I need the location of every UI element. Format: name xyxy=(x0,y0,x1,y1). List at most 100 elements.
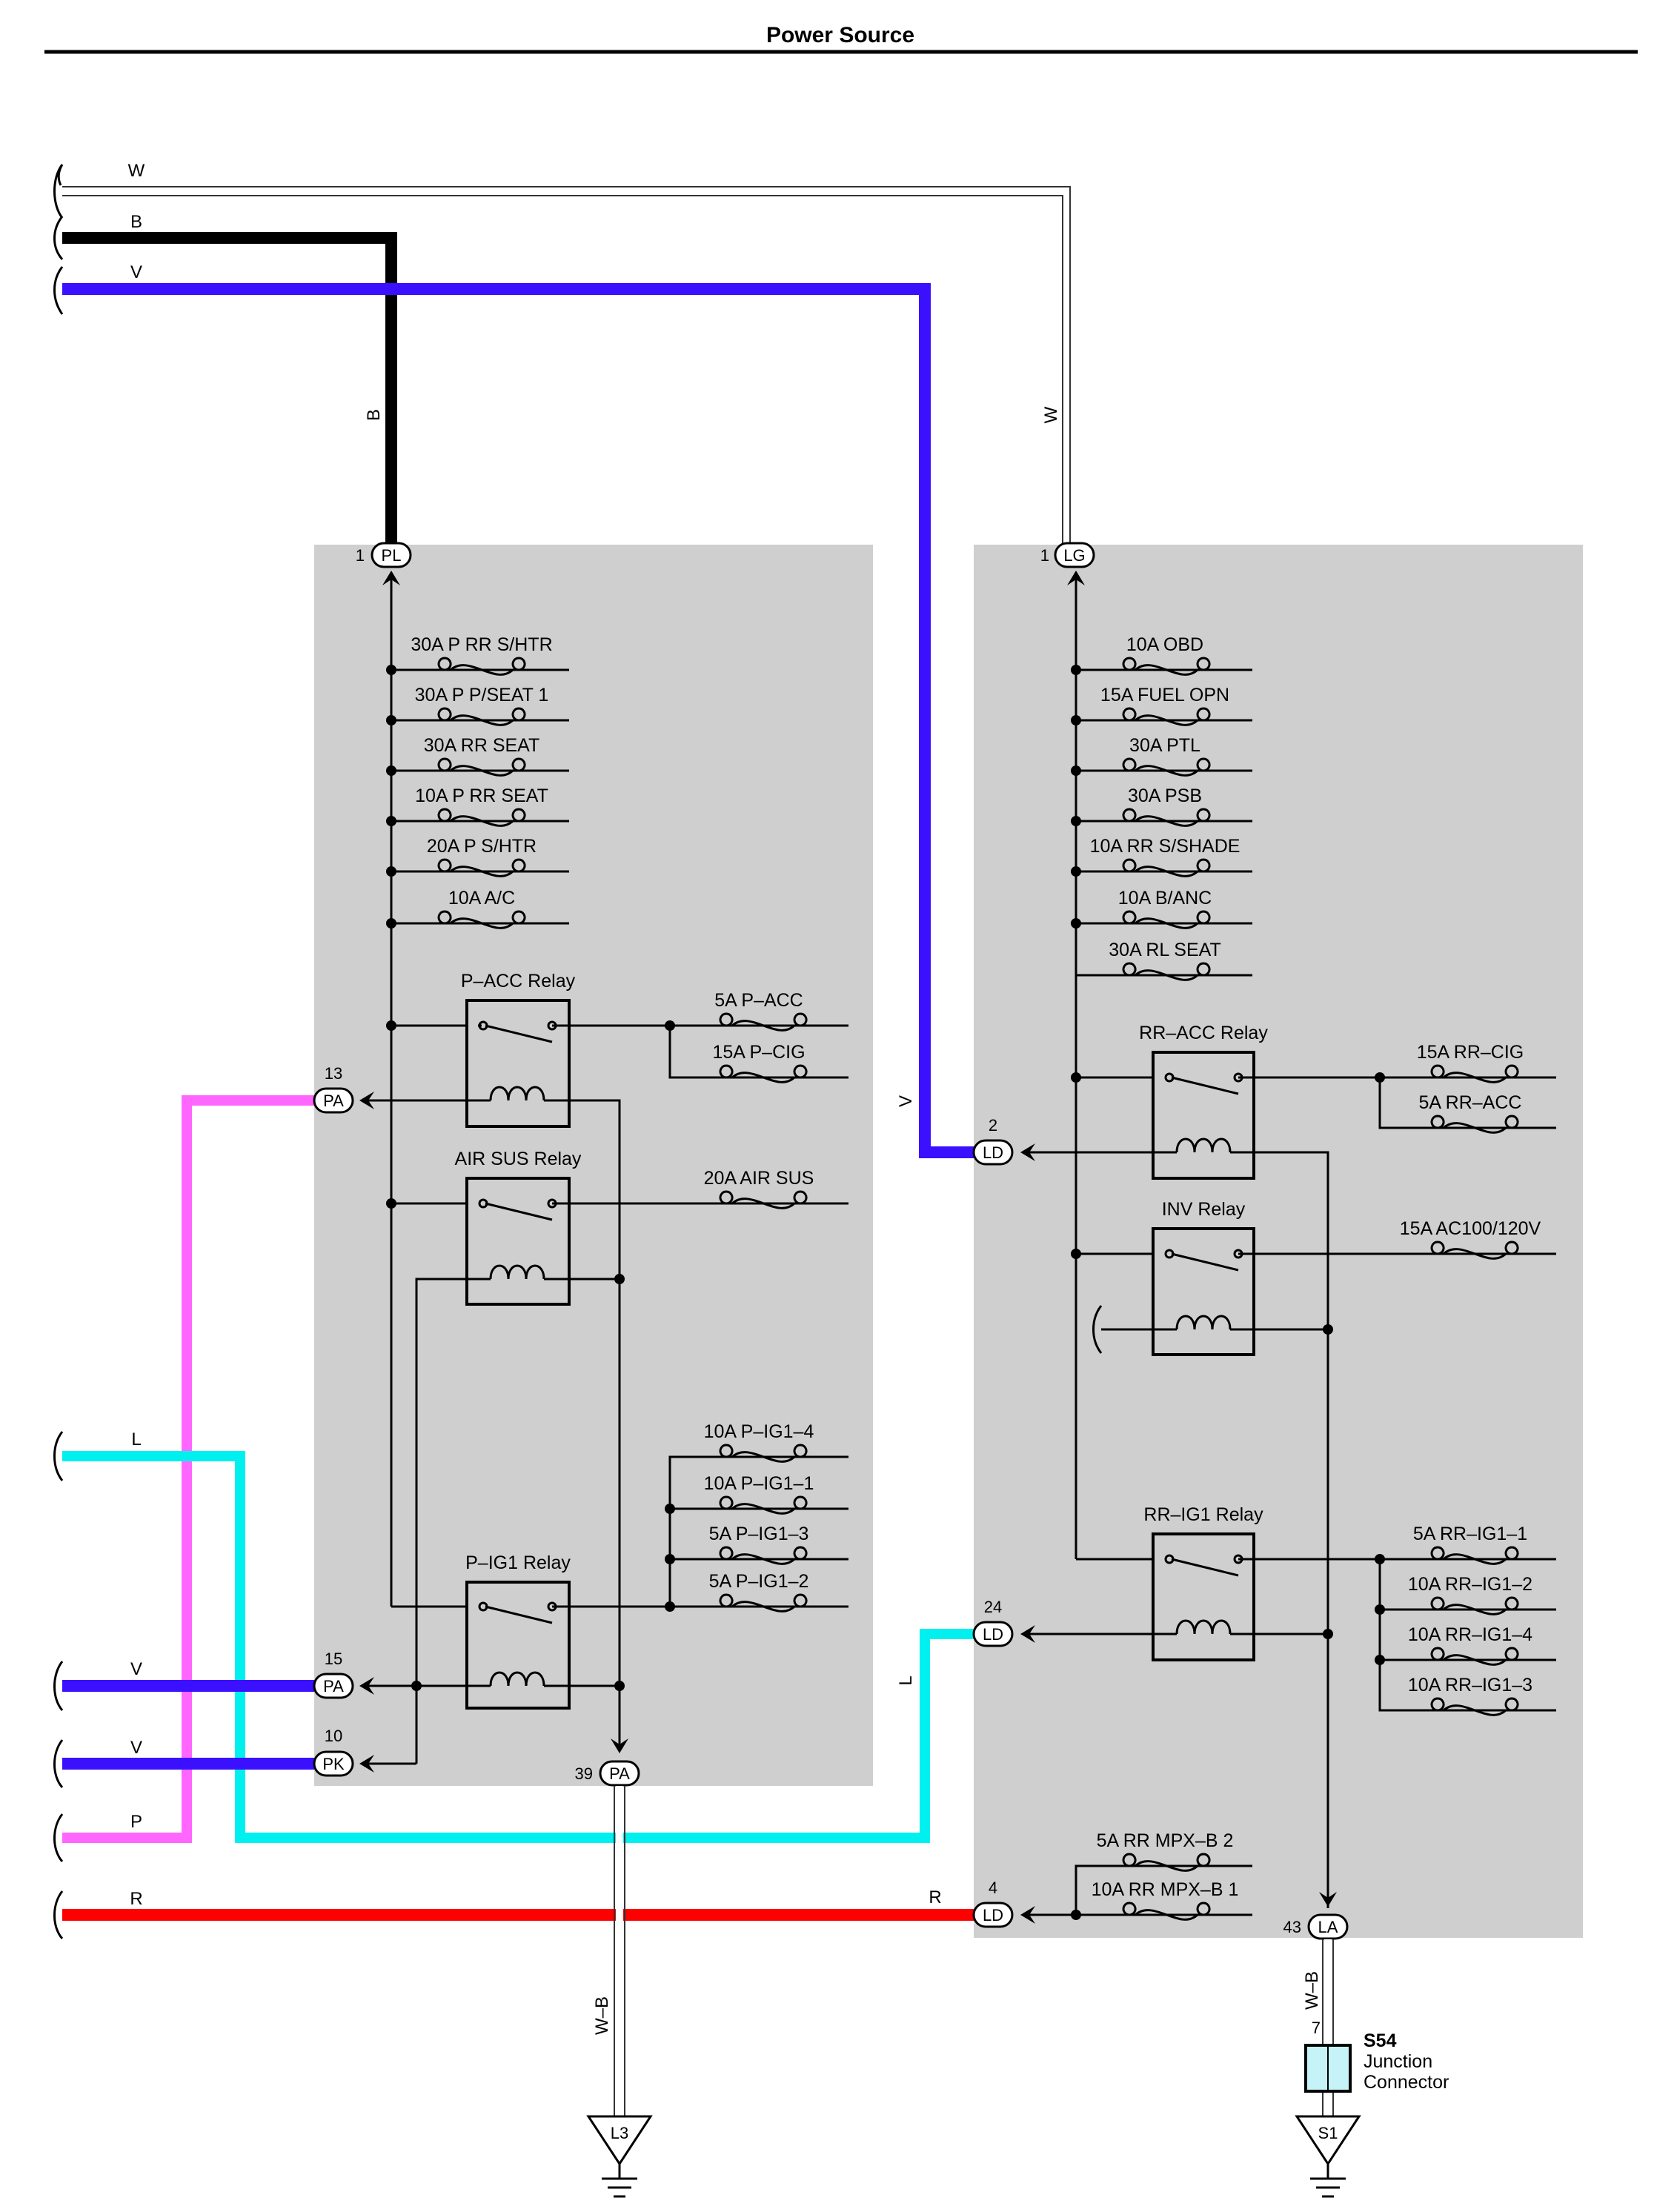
fuse-label: 30A RL SEAT xyxy=(1109,940,1220,960)
pin-number: 43 xyxy=(1283,1918,1301,1936)
inv-break-mark xyxy=(1092,1305,1103,1354)
wire-b xyxy=(62,232,397,554)
pin-number: 10 xyxy=(325,1727,342,1745)
relay-label: RR–IG1 Relay xyxy=(1143,1504,1263,1525)
right-relay-internals xyxy=(1153,1072,1254,1635)
connector-pa39: PA xyxy=(609,1764,630,1783)
fuse-label: 10A RR–IG1–4 xyxy=(1408,1624,1532,1645)
right-block-nodes xyxy=(1071,665,1385,1920)
ground-lead-right xyxy=(1322,1939,1334,2127)
wire-label-r: R xyxy=(929,1887,941,1907)
fuse-label: 5A P–IG1–3 xyxy=(709,1524,809,1544)
relay-label: P–ACC Relay xyxy=(461,971,576,992)
connector-lg: LG xyxy=(1063,546,1085,565)
left-relays xyxy=(465,999,571,1710)
relay-label: AIR SUS Relay xyxy=(455,1149,582,1169)
connector-la43: LA xyxy=(1318,1918,1338,1936)
connector-pk10: PK xyxy=(322,1755,345,1773)
left-block-nodes xyxy=(386,665,675,1691)
wire-l xyxy=(62,1451,975,1843)
fuse-label: 15A FUEL OPN xyxy=(1100,685,1229,705)
junction-line2: Connector xyxy=(1364,2072,1449,2093)
wire-label-b: B xyxy=(364,409,384,421)
left-relay-internals xyxy=(467,1020,569,1687)
fuse-label: 10A P–IG1–4 xyxy=(704,1421,814,1442)
junction-line1: Junction xyxy=(1364,2051,1432,2072)
fuse-label: 10A P RR SEAT xyxy=(415,786,548,806)
connector-pa13: PA xyxy=(323,1092,344,1110)
ground-symbol-l3 xyxy=(586,2115,653,2198)
fuse-label: 30A P RR S/HTR xyxy=(411,634,552,655)
input-label-w: W xyxy=(128,161,145,181)
connector-arrows xyxy=(359,571,1337,1924)
pin-number: 13 xyxy=(325,1064,342,1083)
connector-pl: PL xyxy=(382,546,402,565)
input-label-p: P xyxy=(130,1812,142,1832)
junction-pin: 7 xyxy=(1312,2019,1321,2037)
ground-label-s1: S1 xyxy=(1318,2124,1338,2142)
relay-label: RR–ACC Relay xyxy=(1139,1023,1268,1043)
input-label-l: L xyxy=(131,1429,141,1449)
pin-number: 15 xyxy=(325,1650,342,1668)
fuse-label: 30A RR SEAT xyxy=(424,735,540,756)
ground-symbol-s1 xyxy=(1295,2115,1361,2198)
fuse-label: 10A RR–IG1–3 xyxy=(1408,1675,1532,1695)
connector-pa15: PA xyxy=(323,1677,344,1695)
fuse-label: 10A OBD xyxy=(1126,634,1203,655)
fuse-label: 5A RR MPX–B 2 xyxy=(1097,1830,1234,1851)
wire-label-w: W xyxy=(1041,406,1061,423)
fuse-label: 5A P–IG1–2 xyxy=(709,1571,809,1592)
connector-ld2: LD xyxy=(983,1143,1003,1162)
wire-v-top xyxy=(62,283,975,1158)
wire-w xyxy=(62,186,1071,556)
page-title: Power Source xyxy=(766,23,914,47)
connector-shapes xyxy=(313,542,1349,1940)
connector-ld24: LD xyxy=(983,1625,1003,1644)
input-label-v: V xyxy=(130,262,142,282)
fuse-label: 5A P–ACC xyxy=(714,990,803,1011)
wire-label-wb-left: W–B xyxy=(592,1996,612,2035)
fuse-label: 15A P–CIG xyxy=(712,1042,805,1063)
input-label-r: R xyxy=(130,1889,142,1909)
relay-label: INV Relay xyxy=(1162,1199,1246,1220)
fuse-label: 10A B/ANC xyxy=(1118,888,1212,909)
left-fuse-symbols xyxy=(437,657,808,1612)
fuse-label: 20A P S/HTR xyxy=(427,836,537,857)
wire-label-v: V xyxy=(896,1095,916,1107)
ground-label-l3: L3 xyxy=(611,2124,628,2142)
fuse-label: 10A RR S/SHADE xyxy=(1090,836,1240,857)
wire-label-wb-right: W–B xyxy=(1302,1971,1322,2010)
fuse-label: 10A RR–IG1–2 xyxy=(1408,1574,1532,1595)
pin-number: 2 xyxy=(989,1116,997,1135)
left-junction-block xyxy=(314,545,873,1786)
wire-p xyxy=(62,1095,314,1843)
pin-number: 24 xyxy=(984,1598,1002,1616)
wire-label-l: L xyxy=(896,1675,916,1685)
fuse-label: 20A AIR SUS xyxy=(704,1168,814,1189)
right-relays xyxy=(1152,1051,1255,1661)
relay-label: P–IG1 Relay xyxy=(465,1552,571,1573)
fuse-label: 10A A/C xyxy=(448,888,515,909)
fuse-label: 30A P P/SEAT 1 xyxy=(415,685,549,705)
wire-break-marks xyxy=(53,164,64,1939)
fuse-label: 10A RR MPX–B 1 xyxy=(1092,1879,1239,1900)
pin-number: 1 xyxy=(356,546,365,565)
fuse-label: 5A RR–IG1–1 xyxy=(1413,1524,1527,1544)
connector-ld4: LD xyxy=(983,1906,1003,1924)
fuse-label: 5A RR–ACC xyxy=(1419,1092,1522,1113)
fuse-label: 15A AC100/120V xyxy=(1400,1218,1541,1239)
pin-number: 39 xyxy=(575,1764,593,1783)
ground-lead-left xyxy=(614,1786,625,2127)
junction-code: S54 xyxy=(1364,2030,1397,2051)
input-label-v3: V xyxy=(130,1738,142,1758)
right-fuse-symbols xyxy=(1122,657,1519,1921)
fuse-label: 10A P–IG1–1 xyxy=(704,1473,814,1494)
input-label-v2: V xyxy=(130,1659,142,1679)
fuse-label: 30A PTL xyxy=(1129,735,1200,756)
fuse-label: 30A PSB xyxy=(1128,786,1202,806)
input-label-b: B xyxy=(130,212,142,232)
pin-number: 1 xyxy=(1040,546,1049,565)
right-junction-block xyxy=(974,545,1583,1938)
